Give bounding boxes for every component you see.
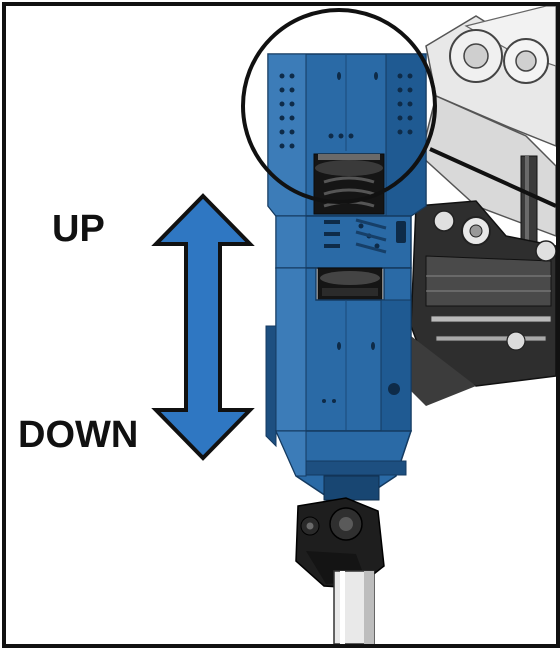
boom-linkage [406, 6, 556, 406]
magnifier-circle-icon [241, 8, 556, 208]
pile-hammer-body [265, 53, 427, 501]
label-down: DOWN [18, 414, 139, 456]
machine-illustration [151, 6, 556, 644]
double-vertical-arrow-icon [151, 193, 255, 461]
label-up: UP [52, 208, 105, 250]
pile-post [333, 570, 375, 644]
